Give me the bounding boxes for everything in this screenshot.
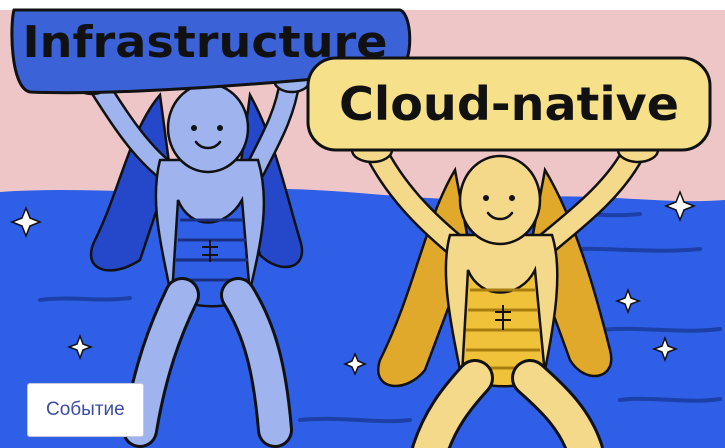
top-white-strip	[0, 0, 725, 10]
sparkle-icon	[614, 287, 642, 315]
event-badge[interactable]: Событие	[27, 383, 144, 437]
sparkle-icon	[663, 189, 697, 223]
blue-figure	[72, 66, 312, 448]
event-badge-label: Событие	[46, 399, 125, 420]
water-ripple-3	[38, 296, 132, 302]
sign-right-shape	[306, 56, 712, 152]
blue-figure-head	[166, 82, 250, 174]
yellow-figure-head	[458, 154, 542, 246]
sparkle-icon	[651, 335, 679, 363]
sparkle-icon	[66, 333, 94, 361]
sparkle-icon	[9, 205, 43, 239]
sparkle-icon	[343, 352, 367, 376]
sign-right-text: Cloud-native	[339, 77, 679, 131]
water-ripple-5	[618, 396, 722, 403]
water-ripple-4	[598, 326, 722, 333]
sign-cloud-native: Cloud-native	[306, 56, 712, 152]
water-ripple-6	[298, 416, 412, 424]
